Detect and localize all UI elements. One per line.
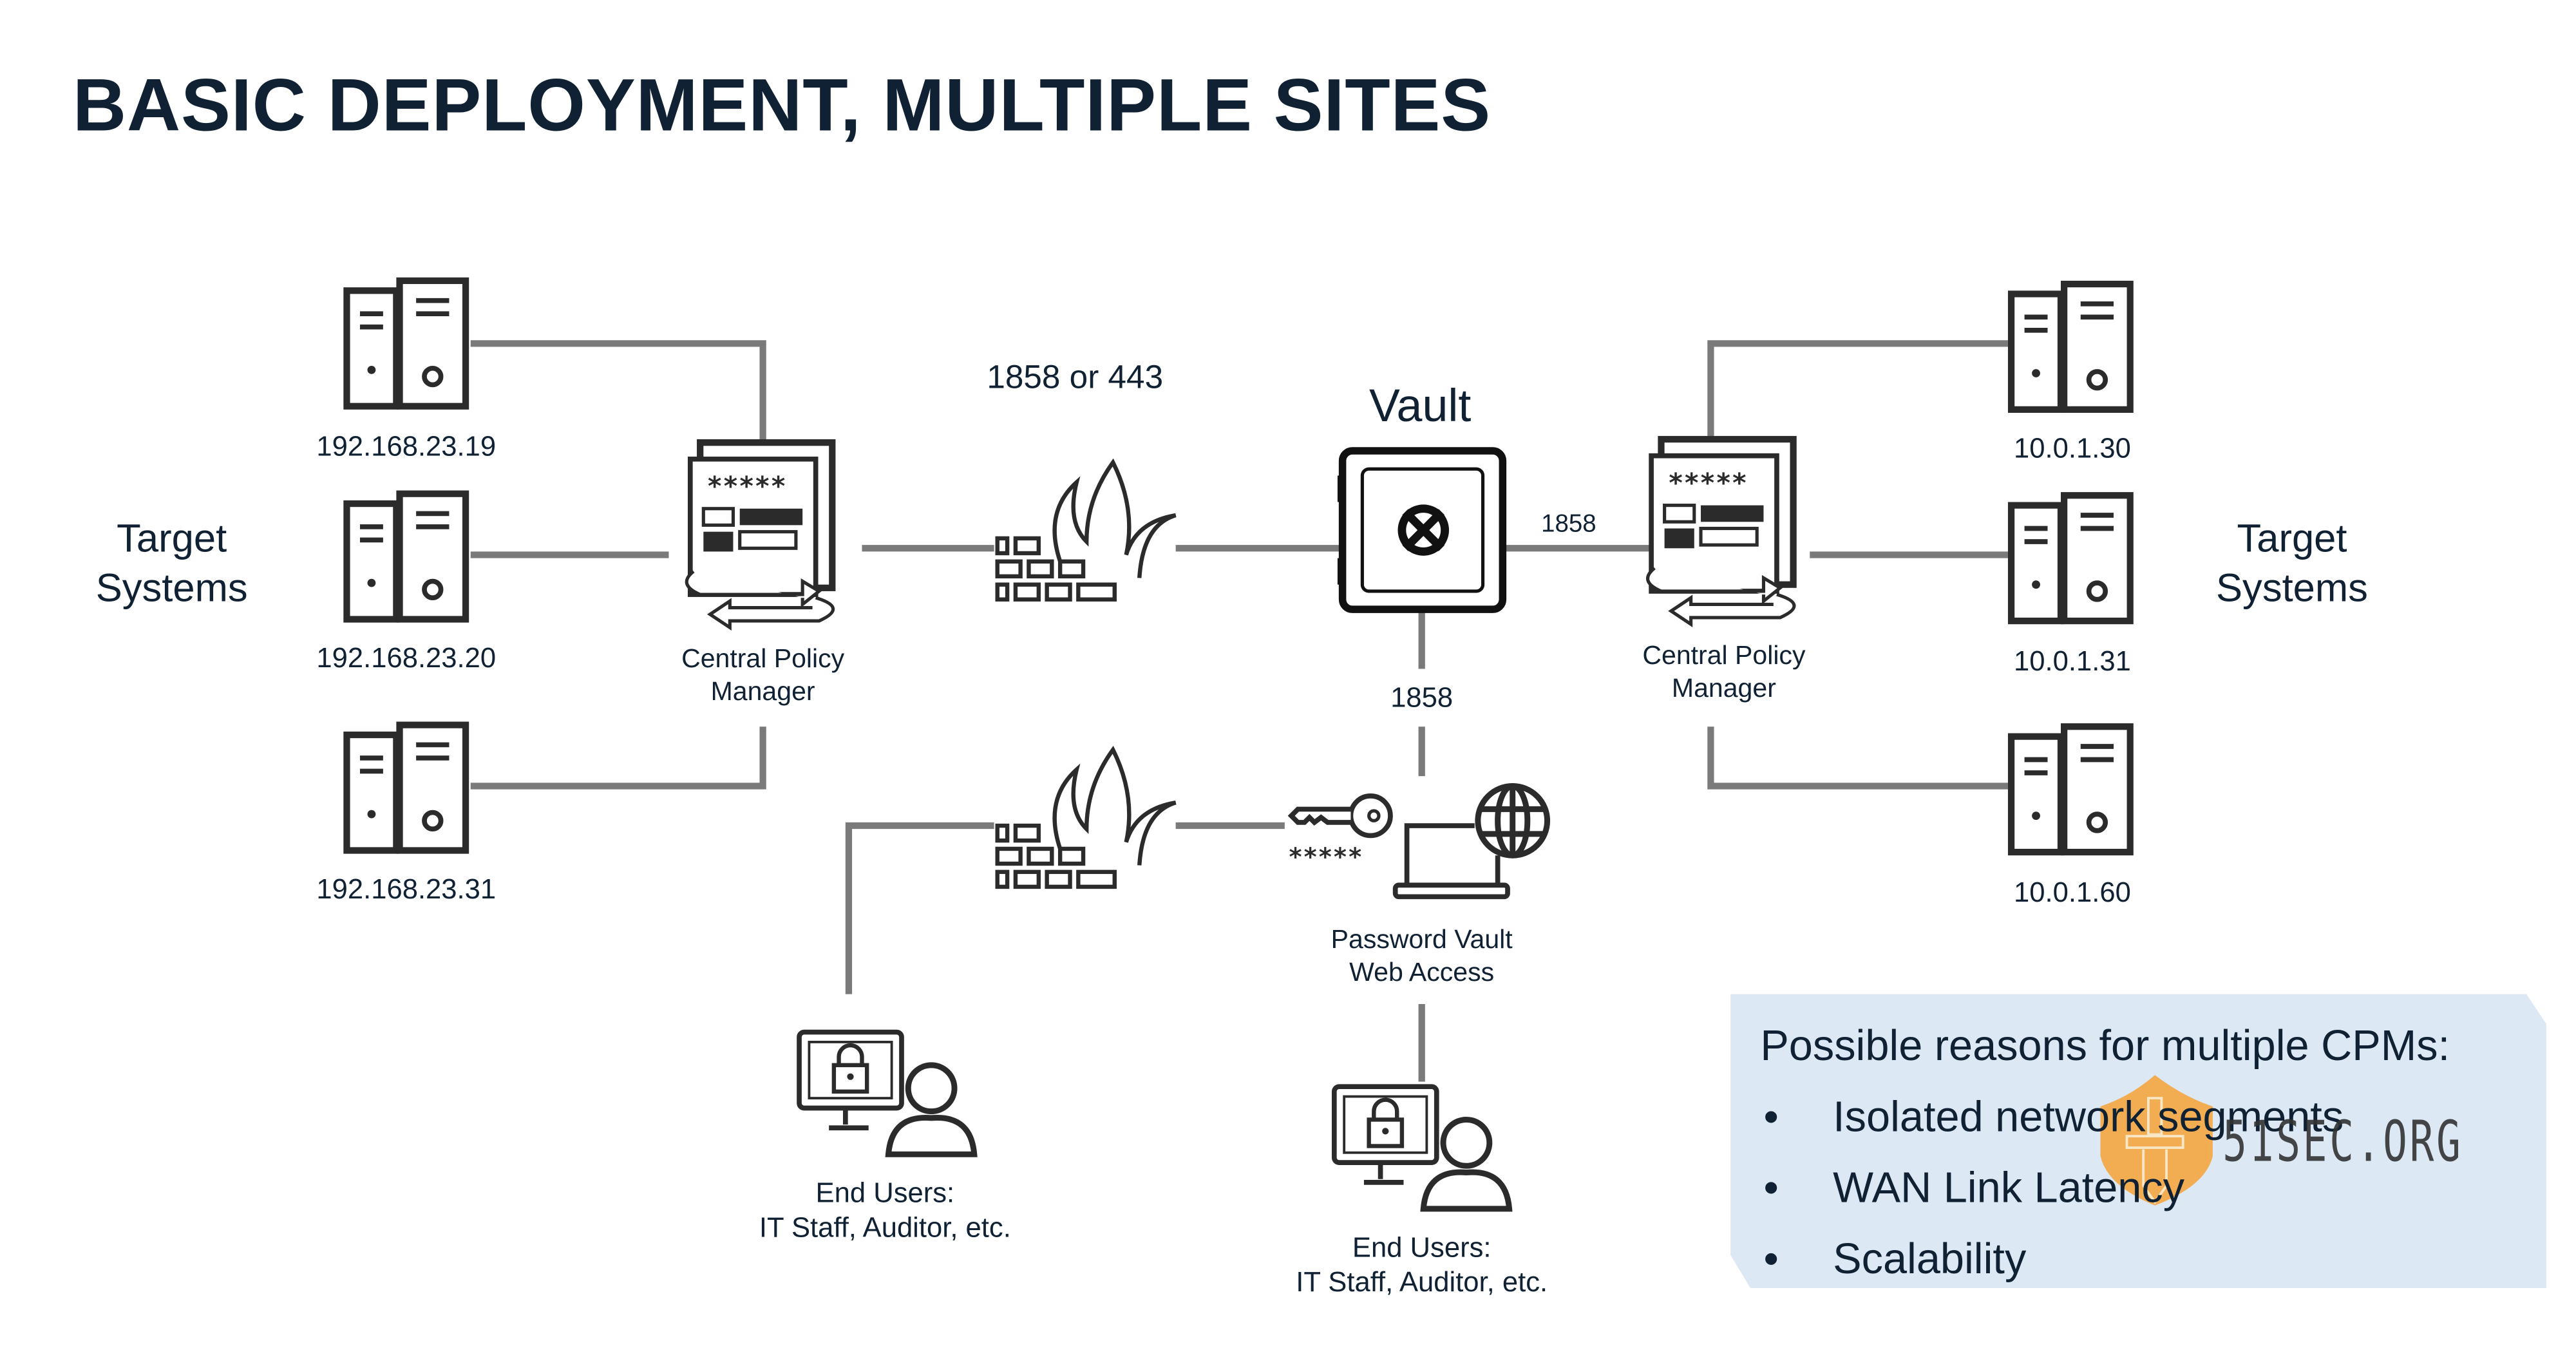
server-ip-label: 192.168.23.19 bbox=[316, 431, 497, 462]
server-icon bbox=[346, 725, 466, 851]
laptop-icon bbox=[1392, 823, 1510, 900]
key-icon bbox=[1287, 793, 1393, 839]
vault-label: Vault bbox=[1368, 379, 1472, 432]
info-bullet: •WAN Link Latency bbox=[1763, 1162, 2185, 1213]
server-ip-label: 10.0.1.31 bbox=[2014, 645, 2131, 678]
server-icon bbox=[346, 494, 466, 620]
end-user-icon bbox=[799, 1032, 974, 1155]
server-icon bbox=[2011, 495, 2130, 621]
server-icon bbox=[2011, 726, 2130, 852]
server-ip-label: 10.0.1.60 bbox=[2014, 877, 2131, 909]
end-users-label: End Users:IT Staff, Auditor, etc. bbox=[759, 1177, 1011, 1244]
password-mask: ***** bbox=[1288, 843, 1363, 872]
vault-safe-icon bbox=[1337, 447, 1507, 613]
server-icon bbox=[2011, 284, 2130, 410]
vault-port-down-label: 1858 bbox=[1390, 681, 1454, 714]
server-ip-label: 192.168.23.31 bbox=[316, 873, 497, 906]
firewall-icon bbox=[998, 462, 1176, 600]
firewall-port-label: 1858 or 443 bbox=[987, 359, 1164, 397]
server-icon bbox=[346, 281, 466, 406]
page-title: BASIC DEPLOYMENT, MULTIPLE SITES bbox=[72, 62, 1491, 147]
end-user-icon bbox=[1334, 1086, 1510, 1209]
info-box: Possible reasons for multiple CPMs: •Iso… bbox=[1760, 1017, 2450, 1301]
firewall-icon bbox=[998, 750, 1176, 887]
info-bullet: •Scalability bbox=[1763, 1233, 2027, 1284]
end-users-label: End Users:IT Staff, Auditor, etc. bbox=[1296, 1231, 1548, 1299]
server-ip-label: 192.168.23.20 bbox=[316, 642, 497, 674]
cpm-icon bbox=[1648, 439, 1794, 624]
vault-port-right-label: 1858 bbox=[1541, 510, 1596, 538]
cpm-icon bbox=[687, 442, 833, 627]
watermark-shield-logo bbox=[2100, 1075, 2213, 1206]
server-ip-label: 10.0.1.30 bbox=[2014, 432, 2131, 464]
globe-icon bbox=[1475, 783, 1551, 858]
connection-lines bbox=[470, 340, 2008, 1082]
info-bullet: •Isolated network segments bbox=[1763, 1091, 2344, 1141]
watermark-text: 51SEC.ORG bbox=[2222, 1110, 2463, 1176]
info-box-heading: Possible reasons for multiple CPMs: bbox=[1760, 1020, 2450, 1070]
